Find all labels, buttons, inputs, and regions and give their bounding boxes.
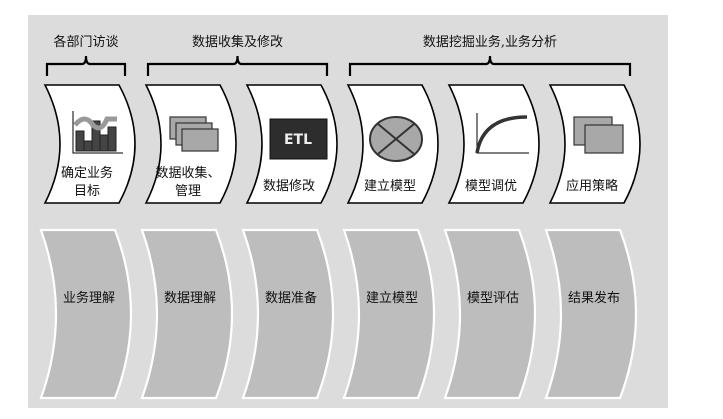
bottom-card-4: 模型评估 xyxy=(443,228,537,400)
bottom-card-1: 数据理解 xyxy=(140,228,234,400)
document xyxy=(181,128,219,152)
phase-label: 模型评估 xyxy=(467,291,519,306)
etl-text: ETL xyxy=(284,132,312,148)
bar xyxy=(83,140,93,152)
group-label: 数据收集及修改 xyxy=(192,34,283,50)
card-label: 应用策略 xyxy=(566,178,618,194)
card-shape xyxy=(447,84,540,204)
phase-label: 建立模型 xyxy=(366,291,418,306)
bottom-card-3: 建立模型 xyxy=(342,228,436,400)
top-card-3: 建立模型 xyxy=(346,84,439,204)
bracket-line xyxy=(146,55,329,76)
etl-box xyxy=(269,118,328,160)
bottom-card-0: 业务理解 xyxy=(39,228,133,400)
group-bracket-1: 数据收集及修改 xyxy=(146,34,329,76)
cross xyxy=(377,123,415,155)
top-card-2: ETL 数据修改 xyxy=(245,84,338,204)
card-label: 建立模型 xyxy=(364,179,416,194)
phase-label: 业务理解 xyxy=(63,290,115,306)
card-shape xyxy=(140,228,234,400)
curve-chart-icon xyxy=(475,113,529,154)
bar xyxy=(99,134,109,152)
bracket-line xyxy=(45,55,127,76)
documents-pair-icon xyxy=(573,116,624,154)
card-shape xyxy=(443,228,537,400)
card-shape xyxy=(39,228,133,400)
group-label: 数据挖掘业务,业务分析 xyxy=(423,34,557,50)
documents-stack-icon xyxy=(169,116,219,152)
phase-label: 数据准备 xyxy=(265,290,317,306)
group-label: 各部门访谈 xyxy=(53,34,118,50)
phase-label: 结果发布 xyxy=(568,290,620,306)
group-bracket-2: 数据挖掘业务,业务分析 xyxy=(348,34,632,76)
top-card-4: 模型调优 xyxy=(447,84,540,204)
trend-line xyxy=(73,116,117,131)
axis xyxy=(72,111,123,154)
phase-label: 数据理解 xyxy=(164,291,216,306)
card-label: 管理 xyxy=(175,184,201,199)
etl-icon: ETL xyxy=(269,118,328,160)
card-shape xyxy=(342,228,436,400)
group-bracket-0: 各部门访谈 xyxy=(45,34,127,76)
bar xyxy=(75,130,85,152)
top-card-5: 应用策略 xyxy=(548,84,641,204)
document xyxy=(584,124,624,154)
card-label: 模型调优 xyxy=(465,179,517,194)
bracket-line xyxy=(348,55,632,76)
card-shape xyxy=(241,228,335,400)
card-label: 数据收集、 xyxy=(155,165,220,181)
top-card-1: 数据收集、管理 xyxy=(144,84,237,204)
crossed-circle-icon xyxy=(369,116,423,162)
bottom-card-5: 结果发布 xyxy=(544,228,638,400)
card-shape xyxy=(544,228,638,400)
curve xyxy=(475,115,528,154)
card-label: 确定业务 xyxy=(61,165,113,181)
bar xyxy=(107,126,117,152)
card-label: 数据修改 xyxy=(263,179,315,194)
card-label: 目标 xyxy=(74,184,100,199)
bar-chart-icon xyxy=(72,111,123,154)
bottom-card-2: 数据准备 xyxy=(241,228,335,400)
